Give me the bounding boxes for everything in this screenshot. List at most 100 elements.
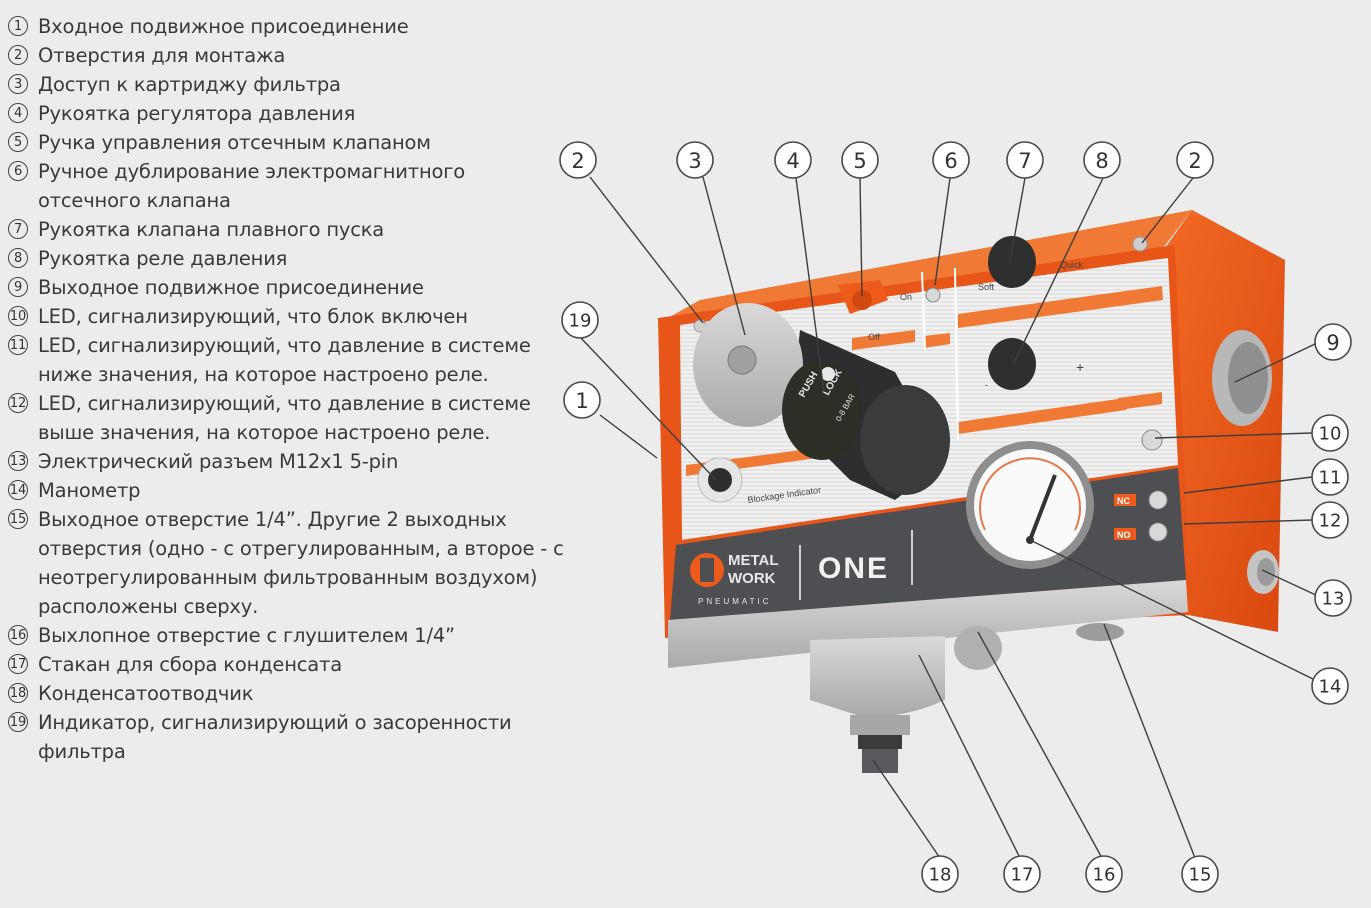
leader-3 [702, 176, 746, 336]
svg-text:13: 13 [1322, 589, 1345, 610]
legend-text: LED, сигнализирующий, что блок включен [38, 305, 468, 328]
product-logo: ONE [818, 530, 913, 585]
leader-11 [1183, 476, 1313, 494]
svg-text:12: 12 [1319, 511, 1342, 532]
leader-1 [599, 414, 658, 459]
callout-7: 7 [1006, 141, 1044, 179]
callout-10: 10 [1311, 414, 1349, 452]
connector-13 [1247, 550, 1279, 594]
legend-number-badge: 6 [8, 161, 28, 181]
legend-text: Выходное отверстие 1/4”. Другие 2 выходн… [38, 508, 564, 618]
legend-text: Конденсатоотводчик [38, 682, 254, 705]
callout-4: 4 [774, 141, 812, 179]
svg-text:1: 1 [575, 389, 588, 413]
svg-text:19: 19 [569, 311, 592, 332]
leader-8 [1012, 177, 1104, 366]
legend-number-badge: 13 [8, 451, 28, 471]
legend-text: Отверстия для монтажа [38, 44, 286, 67]
leader-2-right [1141, 177, 1194, 244]
legend-number-badge: 10 [8, 306, 28, 326]
brand-line1: METAL [728, 552, 779, 569]
panel-divider-1 [921, 271, 926, 351]
leader-7 [1009, 177, 1026, 263]
callout-9: 9 [1314, 323, 1352, 361]
legend-number-badge: 5 [8, 132, 28, 152]
legend-text: Манометр [38, 479, 141, 502]
legend-text: LED, сигнализирующий, что давление в сис… [38, 392, 531, 444]
legend-number-badge: 12 [8, 393, 28, 413]
soft-label: Soft [978, 282, 995, 292]
legend-number-badge: 18 [8, 683, 28, 703]
quick-label: Quick [1060, 260, 1084, 270]
lock-collar [782, 360, 862, 460]
legend-item: 8 Рукоятка реле давления [8, 244, 568, 273]
callouts: 2 3 4 5 6 7 8 2 19 1 9 10 11 12 13 14 18… [559, 141, 1352, 893]
panel-bar-4 [958, 286, 1163, 328]
callout-6: 6 [932, 141, 970, 179]
legend-number-badge: 16 [8, 625, 28, 645]
leader-5 [859, 177, 863, 297]
brand-line3: PNEUMATIC [698, 597, 772, 606]
legend-text: Стакан для сбора конденсата [38, 653, 342, 676]
callout-18: 18 [921, 855, 959, 893]
off-label: Off [868, 332, 880, 342]
panel-divider-2 [954, 267, 959, 441]
product-name: ONE [818, 552, 889, 585]
svg-text:2: 2 [571, 149, 584, 173]
manual-override-button [925, 287, 941, 303]
device-bottom-strip [668, 580, 1188, 668]
pressure-gauge [966, 441, 1094, 569]
svg-text:14: 14 [1319, 677, 1342, 698]
leader-17 [918, 654, 1021, 859]
svg-text:11: 11 [1319, 468, 1342, 489]
legend-text: Выходное подвижное присоединение [38, 276, 424, 299]
callout-11: 11 [1311, 458, 1349, 496]
leader-4 [795, 177, 825, 393]
leader-9 [1234, 343, 1316, 383]
legend-text: Выхлопное отверстие с глушителем 1/4” [38, 624, 455, 647]
callout-13: 13 [1314, 579, 1352, 617]
legend-number-badge: 3 [8, 74, 28, 94]
callout-2-left: 2 [559, 141, 597, 179]
legend-text: Рукоятка реле давления [38, 247, 288, 270]
on-label: On [900, 292, 912, 302]
nc-label: NC [1117, 496, 1130, 506]
callout-17: 17 [1003, 855, 1041, 893]
svg-text:2: 2 [1188, 149, 1201, 173]
condensate-bowl [810, 636, 945, 773]
legend-number-badge: 9 [8, 277, 28, 297]
svg-text:16: 16 [1093, 865, 1116, 886]
lock-dot [821, 367, 835, 381]
leader-14 [1029, 539, 1316, 681]
legend-item: 16 Выхлопное отверстие с глушителем 1/4” [8, 621, 568, 650]
device-right-side [1160, 210, 1285, 632]
legend-item: 18 Конденсатоотводчик [8, 679, 568, 708]
legend-text: Рукоятка регулятора давления [38, 102, 356, 125]
plus-label: + [1076, 359, 1084, 375]
leader-10 [1154, 432, 1313, 439]
led-power [1141, 429, 1163, 451]
legend-text: Индикатор, сигнализирующий о засоренност… [38, 711, 512, 763]
panel-bar-2 [852, 330, 915, 350]
brand-line2: WORK [728, 570, 776, 587]
panel-bar-3 [924, 333, 950, 348]
leader-16 [977, 631, 1103, 859]
svg-text:6: 6 [944, 149, 957, 173]
led-no: NO [1114, 522, 1168, 542]
legend-number-badge: 8 [8, 248, 28, 268]
svg-text:3: 3 [688, 149, 701, 173]
leader-12 [1183, 519, 1313, 525]
shutoff-knob: On Off [838, 280, 912, 342]
outlet-port-15 [1076, 623, 1124, 641]
